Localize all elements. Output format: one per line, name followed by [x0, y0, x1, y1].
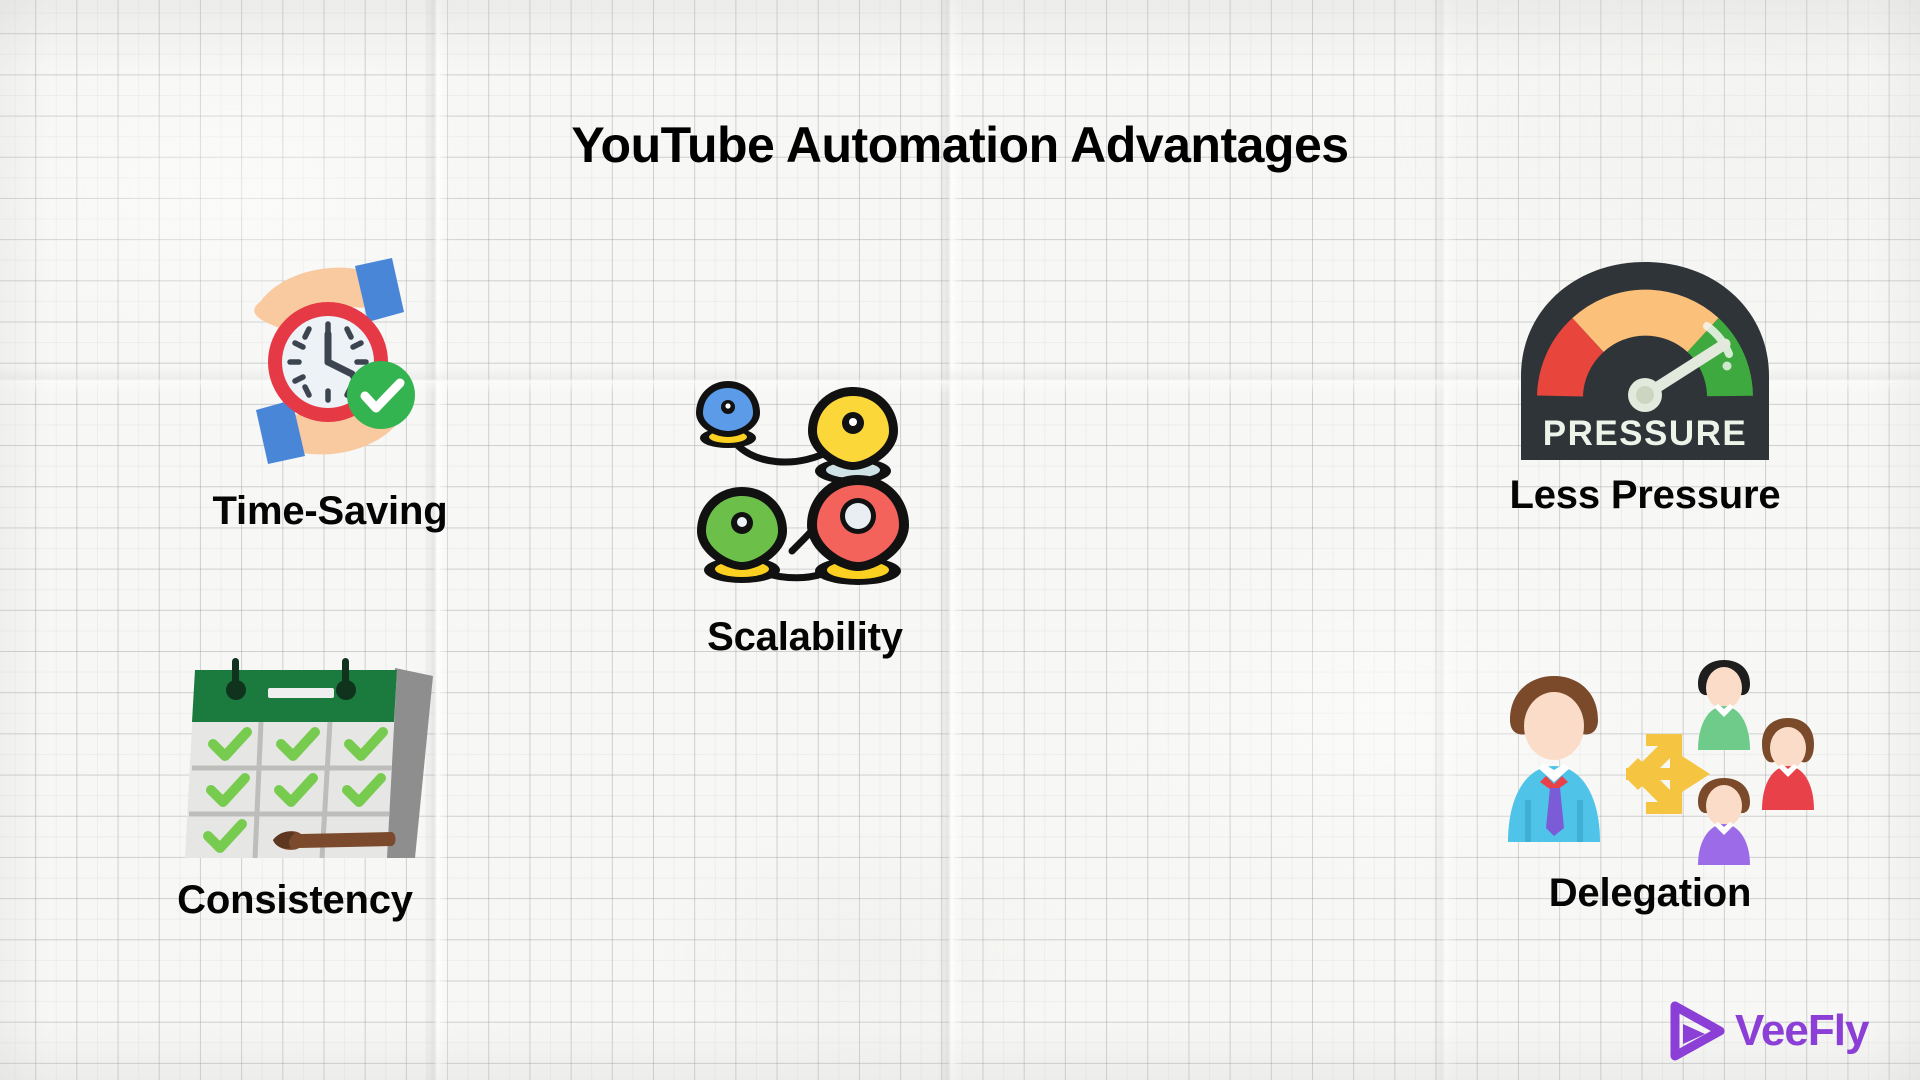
advantage-label-less-pressure: Less Pressure — [1509, 473, 1781, 517]
advantage-card-delegation: Delegation — [1450, 650, 1850, 916]
advantage-card-less-pressure: PRESSURE Less Pressure — [1435, 248, 1855, 518]
advantage-label-delegation: Delegation — [1548, 871, 1752, 915]
fold-crease-center — [938, 0, 964, 1080]
advantage-label-time-saving: Time-Saving — [212, 489, 448, 533]
advantage-label-consistency: Consistency — [177, 878, 413, 922]
calendar-checkmarks-icon — [85, 640, 505, 860]
fold-crease-right — [1432, 0, 1458, 1080]
hands-holding-clock-icon — [130, 240, 530, 475]
map-pins-network-icon — [640, 375, 970, 605]
fold-crease-left — [424, 0, 450, 1080]
gauge-label: PRESSURE — [1543, 414, 1748, 453]
brand-name: VeeFly — [1735, 1006, 1869, 1055]
advantage-card-time-saving: Time-Saving — [130, 240, 530, 534]
pressure-gauge-icon: PRESSURE — [1435, 248, 1855, 463]
advantage-card-scalability: Scalability — [640, 375, 970, 660]
page-title: YouTube Automation Advantages — [571, 116, 1349, 173]
advantage-card-consistency: Consistency — [85, 640, 505, 923]
veefly-play-triangle-icon — [1665, 1000, 1727, 1062]
advantage-label-scalability: Scalability — [707, 615, 903, 659]
team-delegation-icon — [1450, 650, 1850, 865]
brand-logo[interactable]: VeeFly — [1665, 1000, 1869, 1062]
